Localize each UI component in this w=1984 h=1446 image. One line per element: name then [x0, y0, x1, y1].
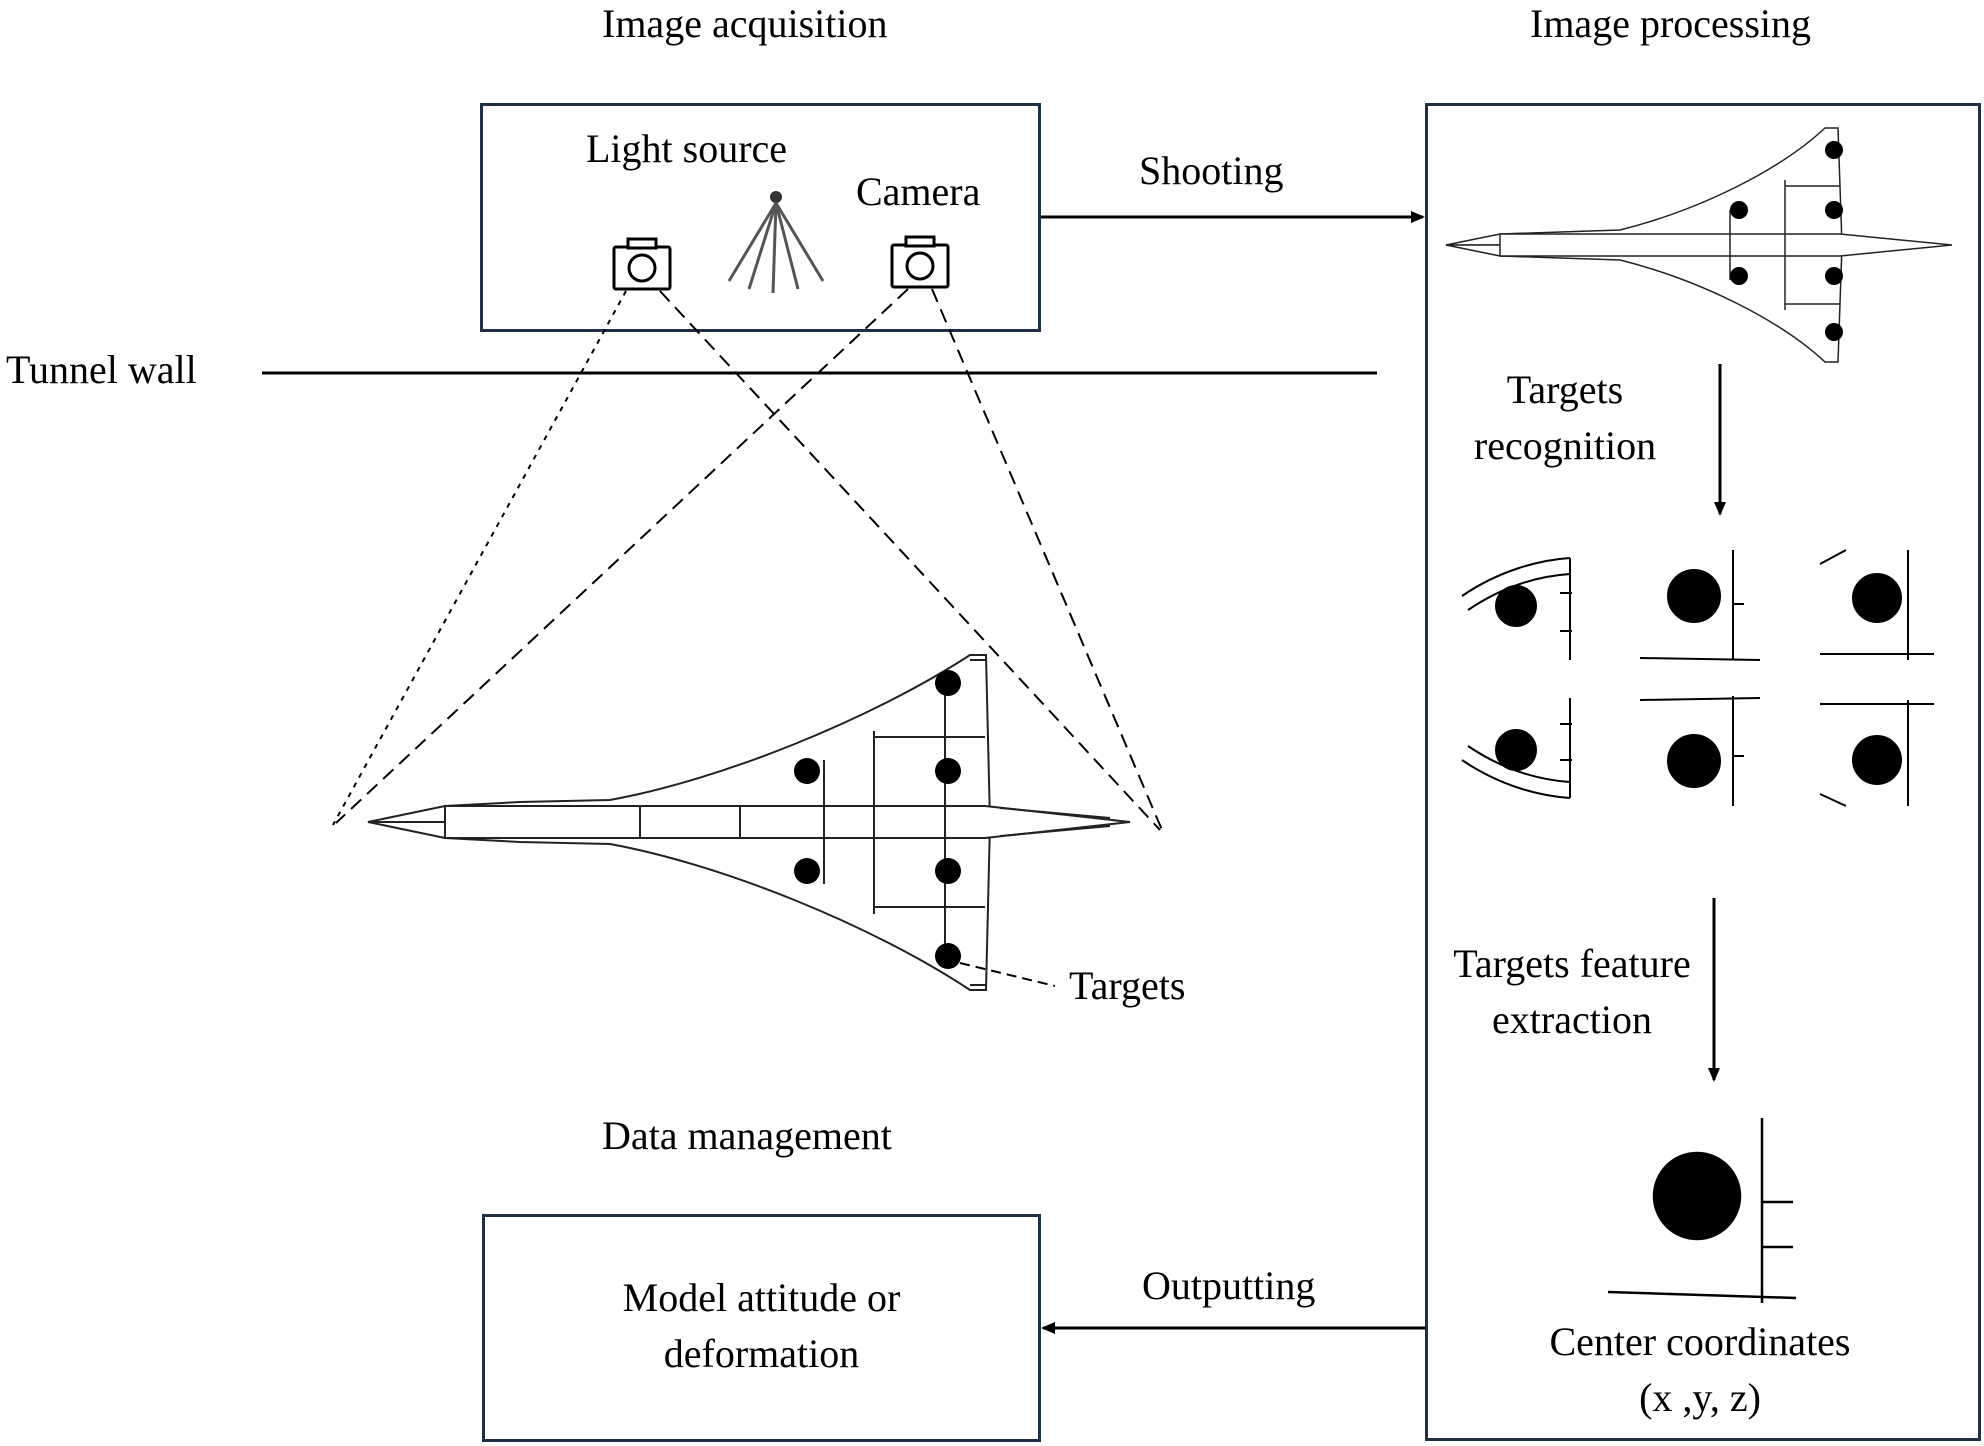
image-processing-box	[1425, 103, 1981, 1441]
heading-image-processing: Image processing	[1530, 1, 1812, 46]
camera-view-lines	[332, 288, 1163, 831]
output-line1: Model attitude or	[622, 1275, 901, 1320]
targets-recognition-line2: recognition	[1473, 423, 1657, 468]
target-dot	[794, 758, 820, 784]
targets-label: Targets	[1069, 963, 1186, 1008]
aircraft-targets	[794, 670, 961, 969]
output-line2: deformation	[663, 1331, 860, 1376]
light-source-icon	[727, 191, 825, 294]
aircraft-model	[367, 654, 1131, 991]
target-dot	[794, 858, 820, 884]
light-source-label: Light source	[586, 126, 788, 171]
processing-aircraft-targets	[1730, 141, 1843, 341]
target-patches	[1461, 549, 1934, 807]
camera-label: Camera	[856, 169, 981, 214]
heading-image-acquisition: Image acquisition	[602, 1, 888, 46]
target-dot	[935, 758, 961, 784]
tunnel-wall-label: Tunnel wall	[6, 347, 197, 392]
feature-extraction-line1: Targets feature	[1453, 941, 1691, 986]
processing-aircraft	[1445, 127, 1953, 363]
center-coordinates-line1: Center coordinates	[1549, 1319, 1851, 1364]
image-acquisition-box	[480, 103, 1041, 332]
targets-recognition-line1: Targets	[1506, 367, 1624, 412]
extracted-target	[1607, 1118, 1797, 1303]
outputting-label: Outputting	[1142, 1263, 1316, 1308]
targets-pointer-line	[959, 962, 1056, 987]
data-management-box	[482, 1214, 1041, 1442]
feature-extraction-line2: extraction	[1492, 997, 1652, 1042]
target-dot	[935, 670, 961, 696]
center-coordinates-line2: (x ,y, z)	[1639, 1375, 1761, 1420]
heading-data-management: Data management	[602, 1113, 892, 1158]
camera-icon-right	[890, 235, 950, 289]
target-dot	[935, 943, 961, 969]
shooting-label: Shooting	[1139, 148, 1284, 193]
target-dot	[935, 858, 961, 884]
camera-icon-left	[612, 237, 672, 291]
